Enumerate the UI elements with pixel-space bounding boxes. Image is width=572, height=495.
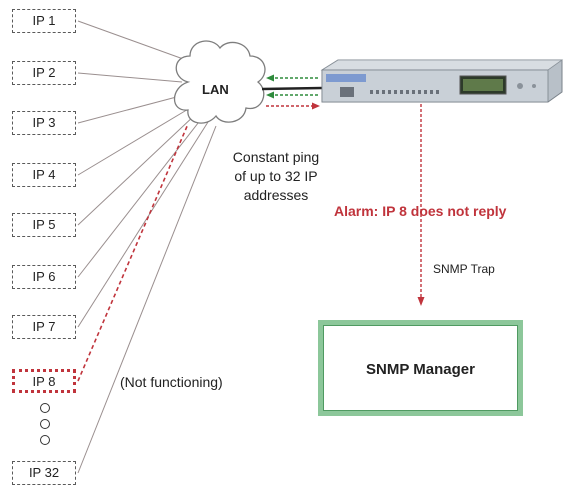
link-ip8-failed (77, 123, 189, 382)
ip-links (77, 20, 217, 474)
ip-node-7: IP 7 (12, 315, 76, 339)
link-ip1 (77, 20, 187, 61)
ip-node-32: IP 32 (12, 461, 76, 485)
lan-cable (261, 86, 323, 91)
ping-note: Constant ping of up to 32 IP addresses (218, 148, 334, 205)
lan-label: LAN (202, 82, 229, 97)
ping-note-line3: addresses (243, 187, 309, 203)
ellipsis-dot-2 (40, 419, 50, 429)
ip-node-label: IP 1 (32, 13, 56, 28)
ip-node-6: IP 6 (12, 265, 76, 289)
alarm-text: Alarm: IP 8 does not reply (334, 203, 507, 219)
monitoring-device (320, 59, 564, 103)
snmp-manager-box: SNMP Manager (318, 320, 523, 416)
ip-node-5: IP 5 (12, 213, 76, 237)
ping-note-line2: of up to 32 IP (234, 168, 318, 184)
ping-arrow-red (266, 102, 320, 110)
ip-node-2: IP 2 (12, 61, 76, 85)
snmp-trap-label: SNMP Trap (433, 262, 495, 276)
snmp-trap-arrow (417, 104, 425, 306)
link-ip7 (77, 121, 209, 328)
link-ip2 (77, 72, 183, 83)
ip-node-label: IP 7 (32, 319, 56, 334)
link-ip3 (77, 94, 185, 124)
ip-node-label: IP 8 (32, 374, 56, 389)
lan-cloud (173, 40, 266, 124)
ip-node-label: IP 5 (32, 217, 56, 232)
link-ip32 (77, 125, 217, 474)
ip-node-1: IP 1 (12, 9, 76, 33)
ip-node-label: IP 3 (32, 115, 56, 130)
ip-node-label: IP 6 (32, 269, 56, 284)
ping-note-line1: Constant ping (232, 149, 320, 165)
link-ip4 (77, 107, 191, 176)
not-functioning-label: (Not functioning) (120, 374, 223, 390)
ip-node-3: IP 3 (12, 111, 76, 135)
reply-arrows-green (266, 74, 318, 99)
snmp-manager-label: SNMP Manager (366, 361, 475, 378)
ellipsis-dot-3 (40, 435, 50, 445)
ip-node-8-failed: IP 8 (12, 369, 76, 393)
ip-node-label: IP 4 (32, 167, 56, 182)
link-ip5 (77, 113, 197, 226)
ip-node-label: IP 32 (28, 465, 60, 480)
link-ip6 (77, 117, 203, 278)
ellipsis-dot-1 (40, 403, 50, 413)
ip-node-4: IP 4 (12, 163, 76, 187)
ip-node-label: IP 2 (32, 65, 56, 80)
